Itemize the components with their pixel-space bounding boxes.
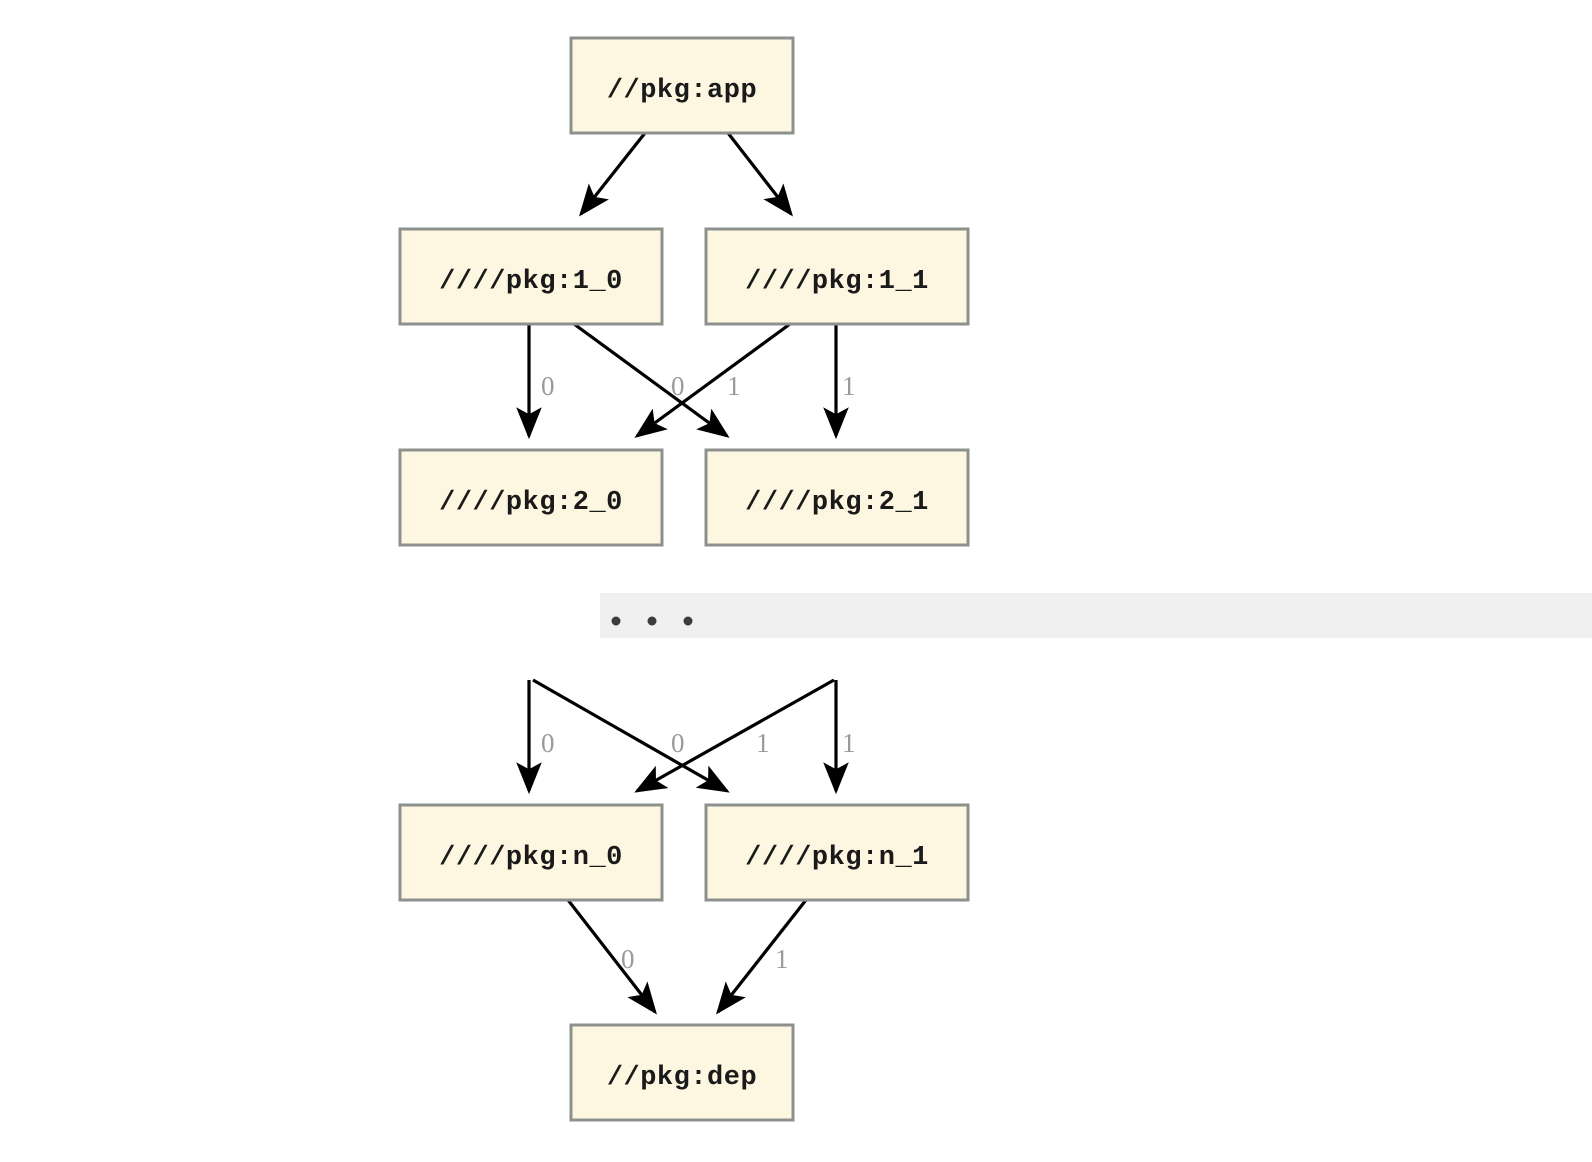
- edge-line: [634, 678, 835, 793]
- node-pkg-1_0[interactable]: ////pkg:1_0: [398, 227, 664, 326]
- elision-dot: [647, 616, 657, 626]
- node-box[interactable]: [704, 227, 970, 326]
- edge-label-upper-n_1-crossing: 1: [756, 728, 770, 758]
- node-pkg-n_1[interactable]: ////pkg:n_1: [704, 803, 970, 902]
- node-box[interactable]: [398, 448, 664, 547]
- node-pkg-2_1[interactable]: ////pkg:2_1: [704, 448, 970, 547]
- edge-label-1_0-2_1: 1: [727, 371, 741, 401]
- edge-line: [634, 322, 791, 438]
- node-box[interactable]: [569, 36, 795, 135]
- node-label: //pkg:app: [607, 76, 757, 106]
- edge-app-to-1_0: [579, 132, 647, 217]
- elision-strip-background: [600, 593, 1592, 638]
- node-box[interactable]: [704, 448, 970, 547]
- node-label: ////pkg:n_1: [745, 843, 929, 873]
- node-label: ////pkg:2_1: [745, 488, 929, 518]
- node-label: ////pkg:2_0: [439, 488, 623, 518]
- edge-line: [579, 132, 647, 217]
- edge-1_0-to-2_1: [573, 322, 730, 438]
- node-box[interactable]: [398, 227, 664, 326]
- node-pkg-app[interactable]: //pkg:app: [569, 36, 795, 135]
- node-box[interactable]: [569, 1023, 795, 1122]
- edge-line: [716, 899, 808, 1015]
- edge-line: [726, 132, 793, 217]
- edge-label-upper-n_0-crossing: 0: [671, 728, 685, 758]
- node-box[interactable]: [398, 803, 664, 902]
- node-pkg-dep[interactable]: //pkg:dep: [569, 1023, 795, 1122]
- edge-label-upper-n_0: 0: [541, 728, 555, 758]
- elision-dot: [611, 616, 621, 626]
- edge-label-1_1-2_1: 1: [842, 371, 856, 401]
- edge-1_1-to-2_0: [634, 322, 791, 438]
- edge-label-upper-n_1: 1: [842, 728, 856, 758]
- node-label: ////pkg:1_1: [745, 267, 929, 297]
- edge-n_1-to-dep: [716, 899, 808, 1015]
- edge-upper-to-n_1-crossing: [532, 678, 730, 793]
- node-pkg-2_0[interactable]: ////pkg:2_0: [398, 448, 664, 547]
- edge-line: [532, 678, 730, 793]
- edge-label-n_1-dep: 1: [775, 944, 789, 974]
- edge-n_0-to-dep: [566, 899, 657, 1015]
- edge-label-n_0-dep: 0: [621, 944, 635, 974]
- node-label: //pkg:dep: [607, 1063, 757, 1093]
- edge-label-1_1-2_0: 0: [671, 371, 685, 401]
- edge-app-to-1_1: [726, 132, 793, 217]
- edge-line: [566, 899, 657, 1015]
- edge-upper-to-n_0-crossing: [634, 678, 835, 793]
- edge-line: [573, 322, 730, 438]
- node-pkg-n_0[interactable]: ////pkg:n_0: [398, 803, 664, 902]
- node-label: ////pkg:n_0: [439, 843, 623, 873]
- node-box[interactable]: [704, 803, 970, 902]
- node-pkg-1_1[interactable]: ////pkg:1_1: [704, 227, 970, 326]
- elision-dot: [683, 616, 693, 626]
- node-label: ////pkg:1_0: [439, 267, 623, 297]
- edge-label-1_0-2_0: 0: [541, 371, 555, 401]
